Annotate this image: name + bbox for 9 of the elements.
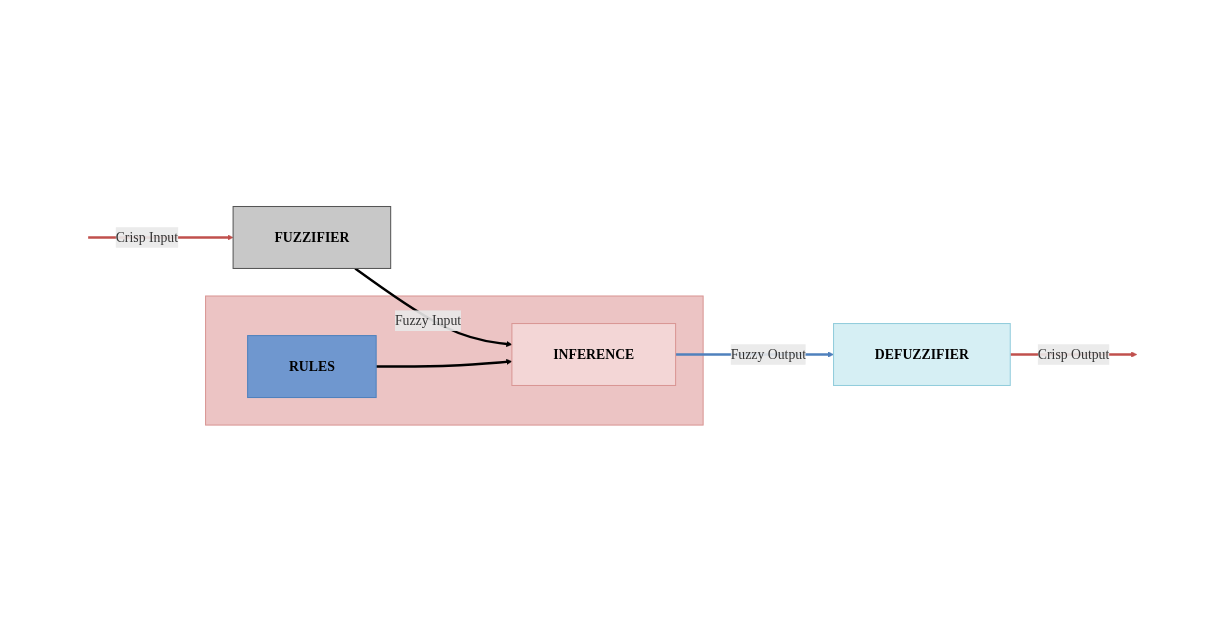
node-box: RULES (247, 334, 377, 398)
edge-label: Fuzzy Output (730, 346, 806, 362)
cluster (205, 295, 704, 426)
node-box: DEFUZZIFIER (833, 322, 1011, 386)
node-box: INFERENCE (511, 322, 677, 386)
edge-label: Crisp Output (1037, 346, 1110, 362)
node-box: FUZZIFIER (232, 205, 392, 269)
edge-label: Fuzzy Input (394, 312, 462, 328)
edge-label: Crisp Input (115, 229, 179, 245)
